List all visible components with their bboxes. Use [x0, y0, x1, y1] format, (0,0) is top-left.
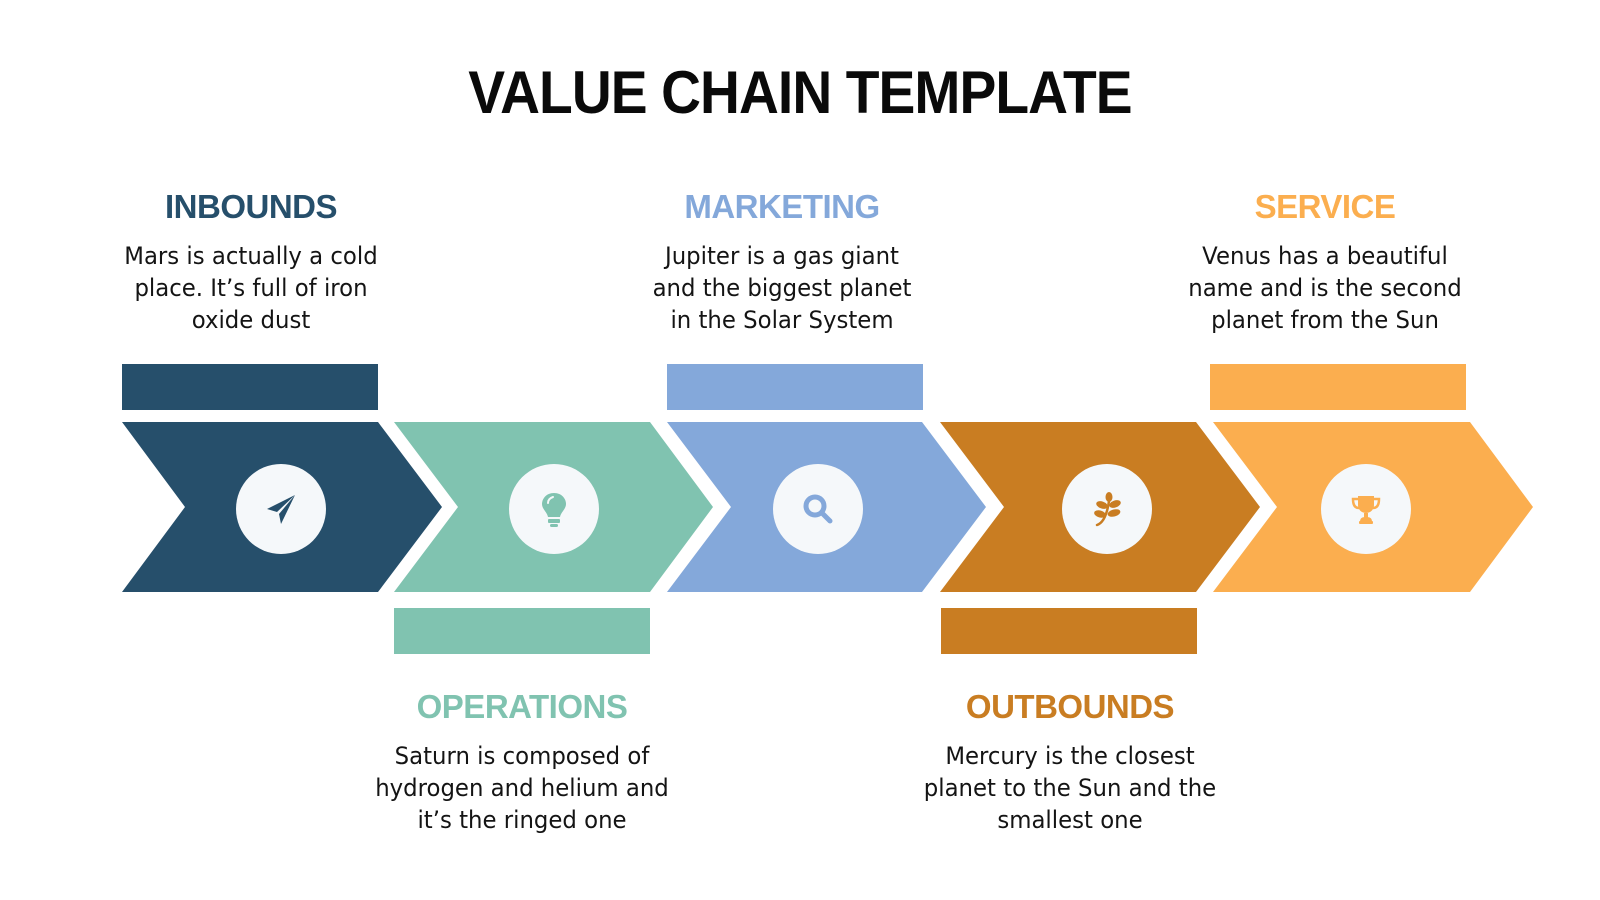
stage-text-marketing: MARKETING Jupiter is a gas giant and the… — [612, 188, 952, 336]
accent-bar-inbounds — [122, 364, 378, 410]
stage-heading-inbounds: INBOUNDS — [164, 188, 338, 225]
stage-text-outbounds: OUTBOUNDS Mercury is the closest planet … — [900, 688, 1240, 836]
magnifier-icon — [803, 494, 833, 524]
description-line: Jupiter is a gas giant — [665, 242, 899, 270]
accent-bar-service — [1210, 364, 1466, 410]
stage-heading-operations: OPERATIONS — [416, 688, 628, 725]
description-line: hydrogen and helium and — [375, 774, 669, 802]
description-line: and the biggest planet — [652, 274, 912, 302]
icon-badge-outbounds — [1062, 464, 1152, 554]
description-line: place. It’s full of iron — [134, 274, 368, 302]
description-line: oxide dust — [191, 306, 311, 334]
stage-text-service: SERVICE Venus has a beautiful name and i… — [1155, 188, 1495, 336]
icon-badge-inbounds — [236, 464, 326, 554]
accent-bar-operations — [394, 608, 650, 654]
stage-description-inbounds: Mars is actually a cold place. It’s full… — [90, 240, 413, 336]
paper-plane-icon — [267, 495, 295, 524]
stage-heading-service: SERVICE — [1254, 188, 1396, 225]
description-line: name and is the second — [1188, 274, 1462, 302]
description-line: in the Solar System — [670, 306, 894, 334]
accent-bar-outbounds — [941, 608, 1197, 654]
description-line: planet to the Sun and the — [923, 774, 1217, 802]
stage-text-inbounds: INBOUNDS Mars is actually a cold place. … — [81, 188, 421, 336]
stage-heading-outbounds: OUTBOUNDS — [965, 688, 1175, 725]
icon-badge-operations — [509, 464, 599, 554]
stage-description-marketing: Jupiter is a gas giant and the biggest p… — [621, 240, 944, 336]
description-line: smallest one — [997, 806, 1143, 834]
stage-description-service: Venus has a beautiful name and is the se… — [1164, 240, 1487, 336]
icon-badge-service — [1321, 464, 1411, 554]
accent-bar-marketing — [667, 364, 923, 410]
stage-description-outbounds: Mercury is the closest planet to the Sun… — [909, 740, 1232, 836]
description-line: Venus has a beautiful — [1202, 242, 1448, 270]
page-title: VALUE CHAIN TEMPLATE — [468, 59, 1132, 126]
trophy-icon — [1351, 496, 1381, 524]
stage-text-operations: OPERATIONS Saturn is composed of hydroge… — [352, 688, 692, 836]
stage-description-operations: Saturn is composed of hydrogen and heliu… — [361, 740, 684, 836]
icon-badge-marketing — [773, 464, 863, 554]
stage-heading-marketing: MARKETING — [684, 188, 880, 225]
description-line: Saturn is composed of — [394, 742, 650, 770]
description-line: planet from the Sun — [1211, 306, 1439, 334]
leaf-branch-icon — [1094, 492, 1121, 527]
lightbulb-icon — [542, 493, 566, 527]
description-line: it’s the ringed one — [417, 806, 627, 834]
description-line: Mercury is the closest — [945, 742, 1195, 770]
description-line: Mars is actually a cold — [124, 242, 378, 270]
